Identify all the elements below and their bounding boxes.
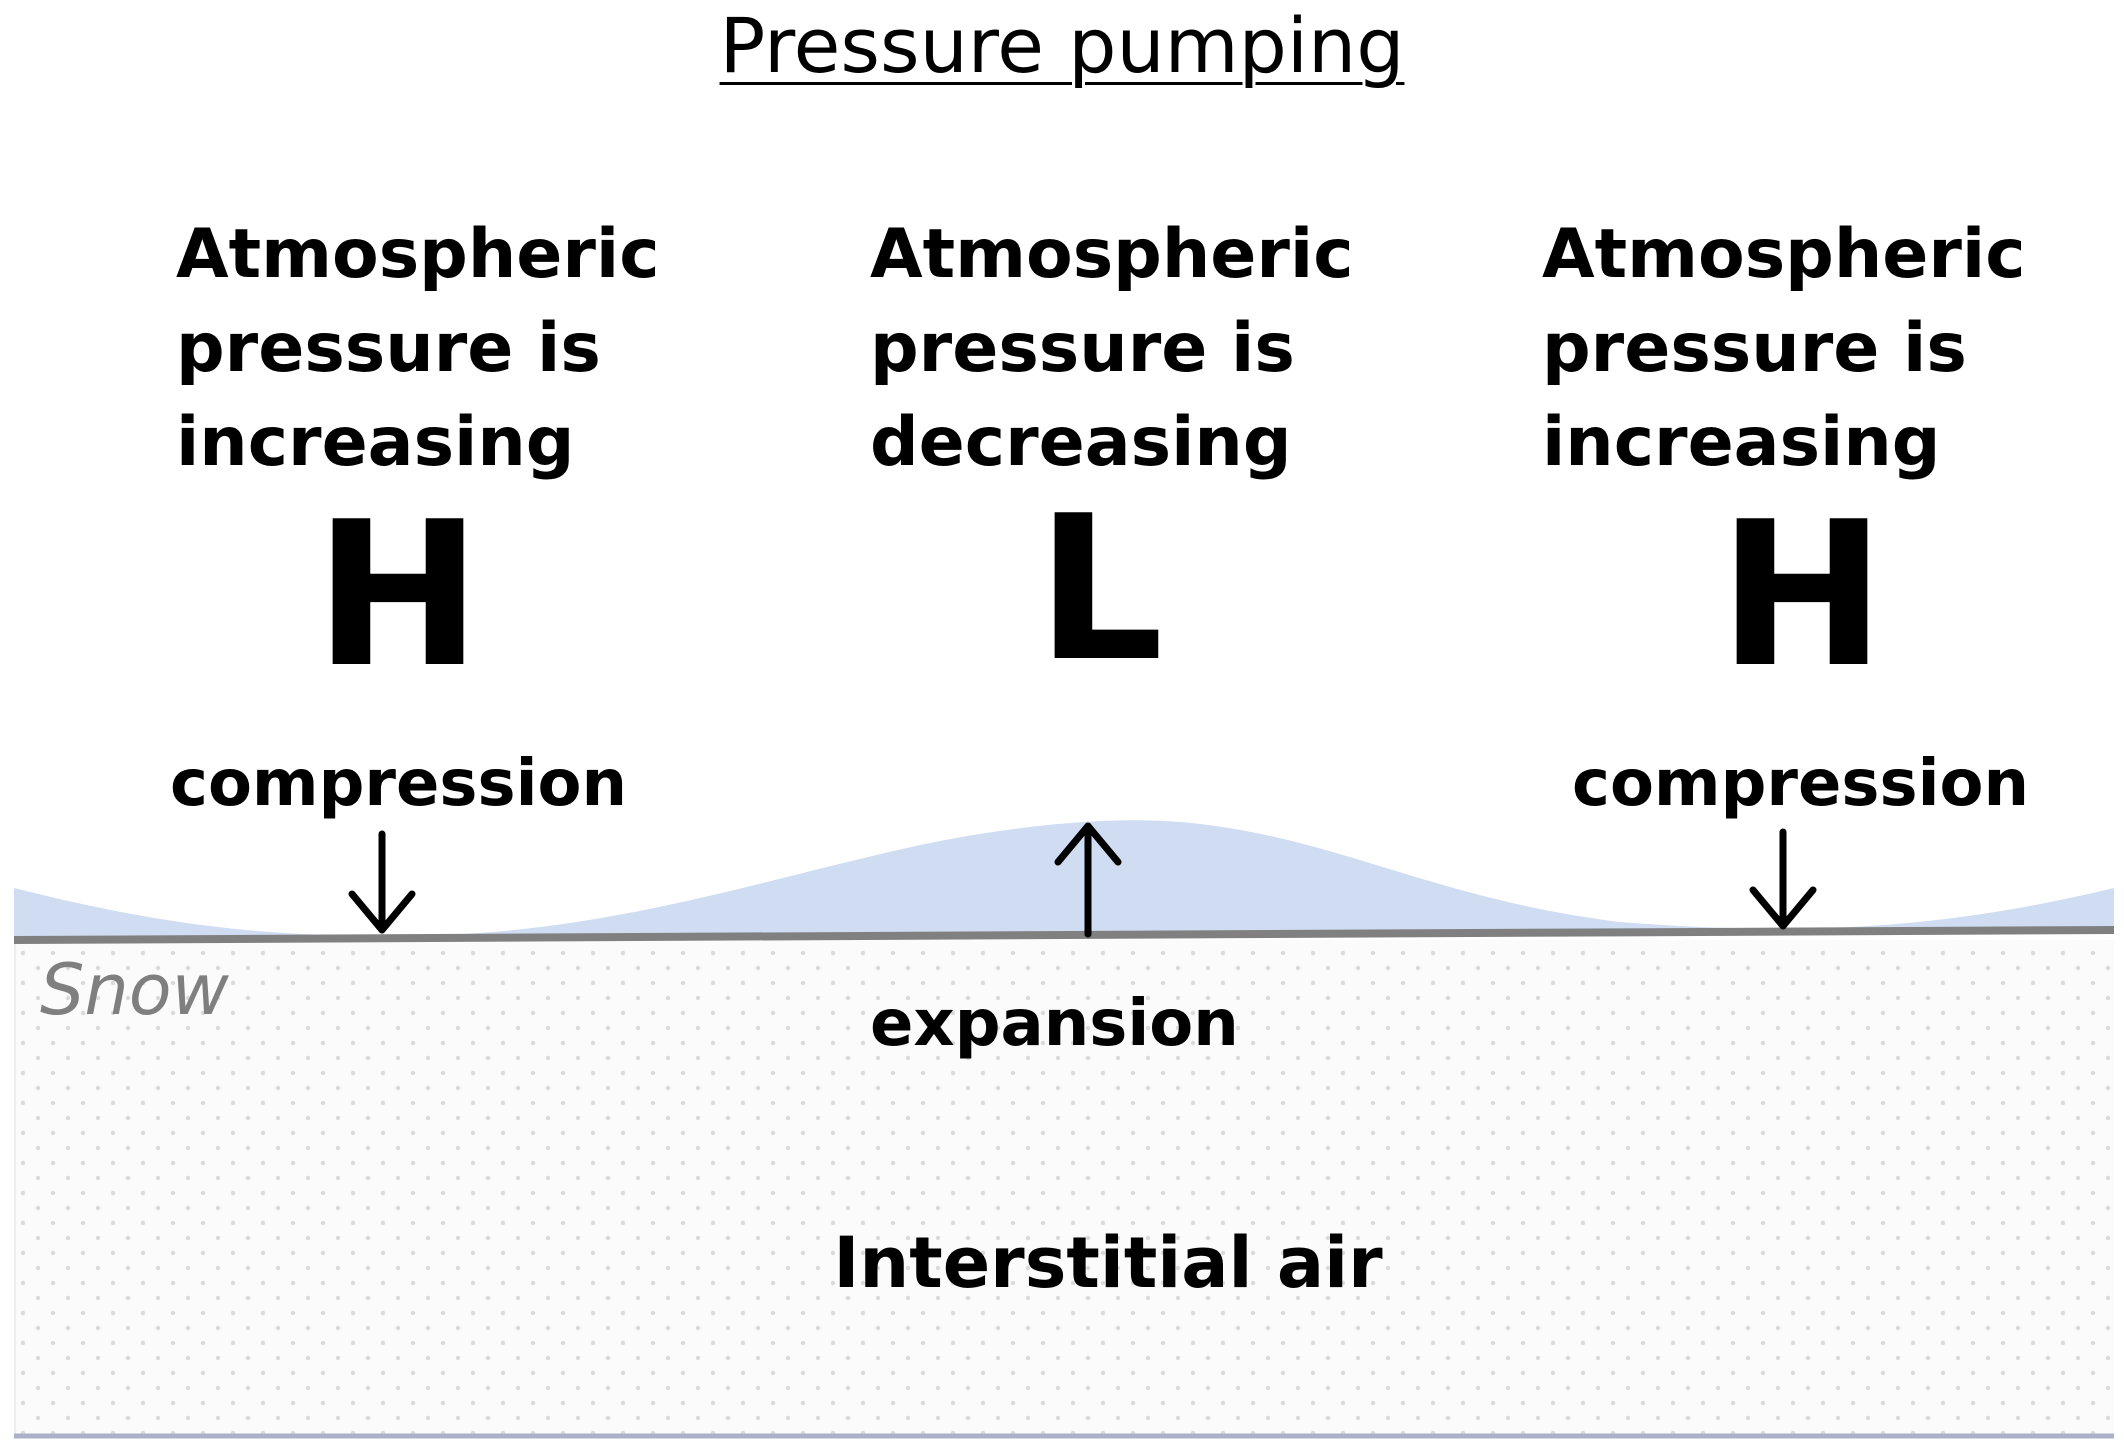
title-text: Pressure pumping <box>719 1 1405 90</box>
up-arrow-icon <box>1054 822 1122 938</box>
pressure-trend-right: Atmospheric pressure is increasing <box>1542 208 2026 490</box>
interstitial-air-label: Interstitial air <box>833 1222 1383 1304</box>
expansion-label: expansion <box>870 987 1239 1061</box>
pressure-line: pressure is <box>176 309 601 388</box>
pressure-line: pressure is <box>870 309 1295 388</box>
pressure-trend-center: Atmospheric pressure is decreasing <box>870 208 1354 490</box>
pressure-line: Atmospheric <box>176 215 660 294</box>
compression-label-left: compression <box>170 747 628 821</box>
snow-texture <box>14 940 2114 1436</box>
pressure-line: increasing <box>1542 403 1941 482</box>
pressure-line: Atmospheric <box>1542 215 2026 294</box>
diagram-title: Pressure pumping <box>0 4 2124 88</box>
snow-surface-line <box>13 926 2115 944</box>
snow-label: Snow <box>40 949 229 1031</box>
atmospheric-pressure-wave <box>14 820 2114 940</box>
high-pressure-letter: H <box>314 479 482 712</box>
pressure-line: increasing <box>176 403 575 482</box>
compression-label-right: compression <box>1572 747 2030 821</box>
high-pressure-letter: H <box>1718 479 1886 712</box>
down-arrow-icon <box>348 830 416 934</box>
pressure-line: pressure is <box>1542 309 1967 388</box>
pressure-trend-left: Atmospheric pressure is increasing <box>176 208 660 490</box>
pressure-line: decreasing <box>870 403 1292 482</box>
pressure-line: Atmospheric <box>870 215 1354 294</box>
down-arrow-icon <box>1749 828 1817 930</box>
low-pressure-letter: L <box>1036 473 1164 706</box>
